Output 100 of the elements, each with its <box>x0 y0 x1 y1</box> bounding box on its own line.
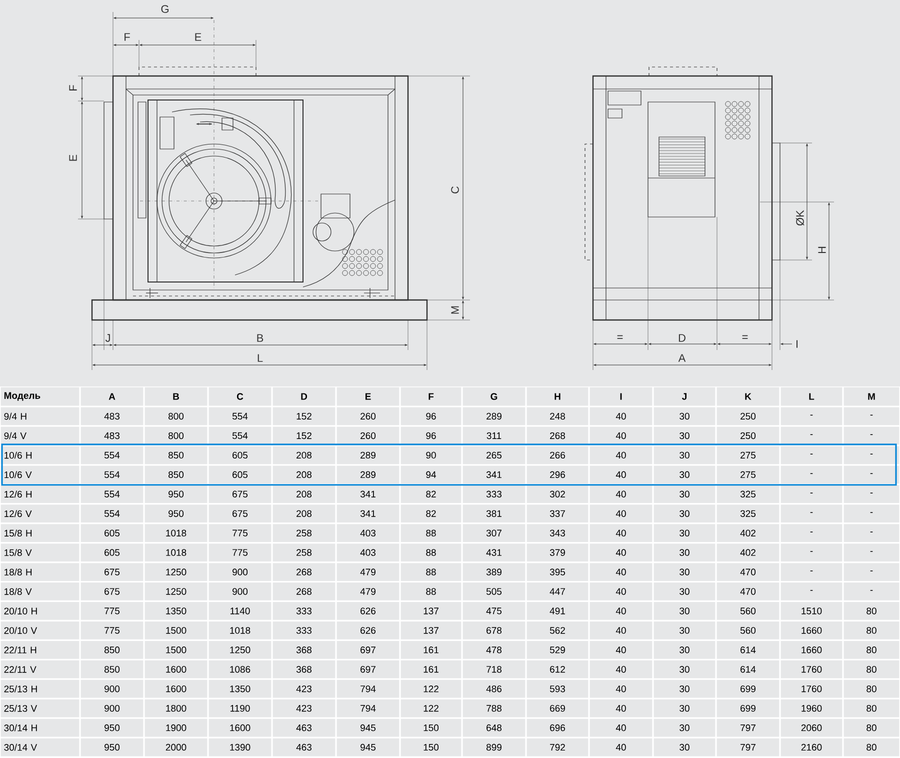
table-cell: 1760 <box>780 680 842 698</box>
table-cell: 40 <box>590 466 652 484</box>
table-cell: 529 <box>526 640 588 659</box>
table-cell: 1600 <box>144 680 208 698</box>
table-cell: 554 <box>80 485 144 504</box>
table-header: D <box>272 387 336 406</box>
table-cell: 368 <box>272 640 336 659</box>
dimension-label: J <box>105 334 110 342</box>
table-cell: 775 <box>80 622 144 640</box>
dimension-label: = <box>617 335 623 339</box>
dimension-label: E <box>195 33 202 41</box>
table-cell: 554 <box>80 446 144 464</box>
table-cell: 289 <box>336 466 400 484</box>
table-cell: 593 <box>526 680 588 698</box>
dimension-label: F <box>69 85 77 90</box>
table-cell: 483 <box>80 407 144 426</box>
table-cell: 30 <box>654 485 716 504</box>
table-cell: 562 <box>526 622 588 640</box>
table-cell: - <box>844 407 900 426</box>
table-cell: 1250 <box>144 563 208 581</box>
table-header: G <box>462 387 526 406</box>
table-cell: 470 <box>716 563 780 581</box>
table-cell: 775 <box>208 524 272 542</box>
table-cell: 40 <box>590 640 652 659</box>
table-cell: 850 <box>80 660 144 678</box>
table-cell: 80 <box>844 660 900 678</box>
table-cell: 208 <box>272 485 336 504</box>
table-cell: - <box>780 446 842 464</box>
table-cell: 669 <box>526 699 588 718</box>
table-cell: 30 <box>654 407 716 426</box>
table-cell: 950 <box>144 504 208 523</box>
table-cell: 208 <box>272 446 336 464</box>
table-cell: 1350 <box>208 680 272 698</box>
table-cell: 554 <box>208 407 272 426</box>
table-cell: 775 <box>80 602 144 620</box>
table-cell: 775 <box>208 544 272 562</box>
table-cell: 18/8 H <box>0 563 80 581</box>
table-cell: 80 <box>844 680 900 698</box>
dimension-label: F <box>124 33 130 41</box>
table-cell: 403 <box>336 524 400 542</box>
table-cell: - <box>780 582 842 600</box>
table-cell: 40 <box>590 407 652 426</box>
table-cell: 88 <box>400 563 462 581</box>
table-cell: 333 <box>462 485 526 504</box>
table-cell: 22/11 H <box>0 640 80 659</box>
table-cell: 30 <box>654 660 716 678</box>
table-cell: - <box>780 524 842 542</box>
table-cell: 122 <box>400 680 462 698</box>
table-cell: 9/4 H <box>0 407 80 426</box>
table-cell: 30 <box>654 699 716 718</box>
table-cell: 850 <box>80 640 144 659</box>
table-cell: 325 <box>716 485 780 504</box>
table-cell: 491 <box>526 602 588 620</box>
table-cell: 1018 <box>144 524 208 542</box>
table-cell: 248 <box>526 407 588 426</box>
table-cell: 30 <box>654 504 716 523</box>
table-cell: 1800 <box>144 699 208 718</box>
table-cell: 1660 <box>780 622 842 640</box>
table-cell: 479 <box>336 563 400 581</box>
table-cell: 30 <box>654 466 716 484</box>
table-cell: 900 <box>80 699 144 718</box>
table-cell: 447 <box>526 582 588 600</box>
table-cell: 208 <box>272 504 336 523</box>
table-cell: 275 <box>716 446 780 464</box>
table-cell: - <box>780 466 842 484</box>
table-cell: 333 <box>272 602 336 620</box>
table-cell: 945 <box>336 718 400 737</box>
table-cell: 289 <box>336 446 400 464</box>
table-cell: 88 <box>400 544 462 562</box>
table-cell: 80 <box>844 622 900 640</box>
table-header: A <box>80 387 144 406</box>
table-cell: 2000 <box>144 738 208 756</box>
table-cell: 88 <box>400 524 462 542</box>
table-cell: 699 <box>716 699 780 718</box>
table-cell: 150 <box>400 718 462 737</box>
table-cell: 699 <box>716 680 780 698</box>
table-cell: 945 <box>336 738 400 756</box>
table-cell: 678 <box>462 622 526 640</box>
table-cell: 389 <box>462 563 526 581</box>
table-cell: 675 <box>80 563 144 581</box>
table-cell: 614 <box>716 660 780 678</box>
table-header: Модель <box>0 387 80 406</box>
table-cell: 30/14 H <box>0 718 80 737</box>
table-cell: 718 <box>462 660 526 678</box>
table-cell: 20/10 V <box>0 622 80 640</box>
table-cell: 2060 <box>780 718 842 737</box>
table-cell: 1660 <box>780 640 842 659</box>
table-cell: 40 <box>590 504 652 523</box>
table-cell: 96 <box>400 407 462 426</box>
table-cell: 1390 <box>208 738 272 756</box>
table-cell: 381 <box>462 504 526 523</box>
table-header: I <box>590 387 652 406</box>
dimension-label: L <box>258 354 263 362</box>
table-cell: 794 <box>336 680 400 698</box>
table-cell: 431 <box>462 544 526 562</box>
table-cell: - <box>844 582 900 600</box>
table-cell: - <box>844 563 900 581</box>
table-cell: 402 <box>716 544 780 562</box>
table-cell: 1500 <box>144 622 208 640</box>
table-cell: 423 <box>272 680 336 698</box>
